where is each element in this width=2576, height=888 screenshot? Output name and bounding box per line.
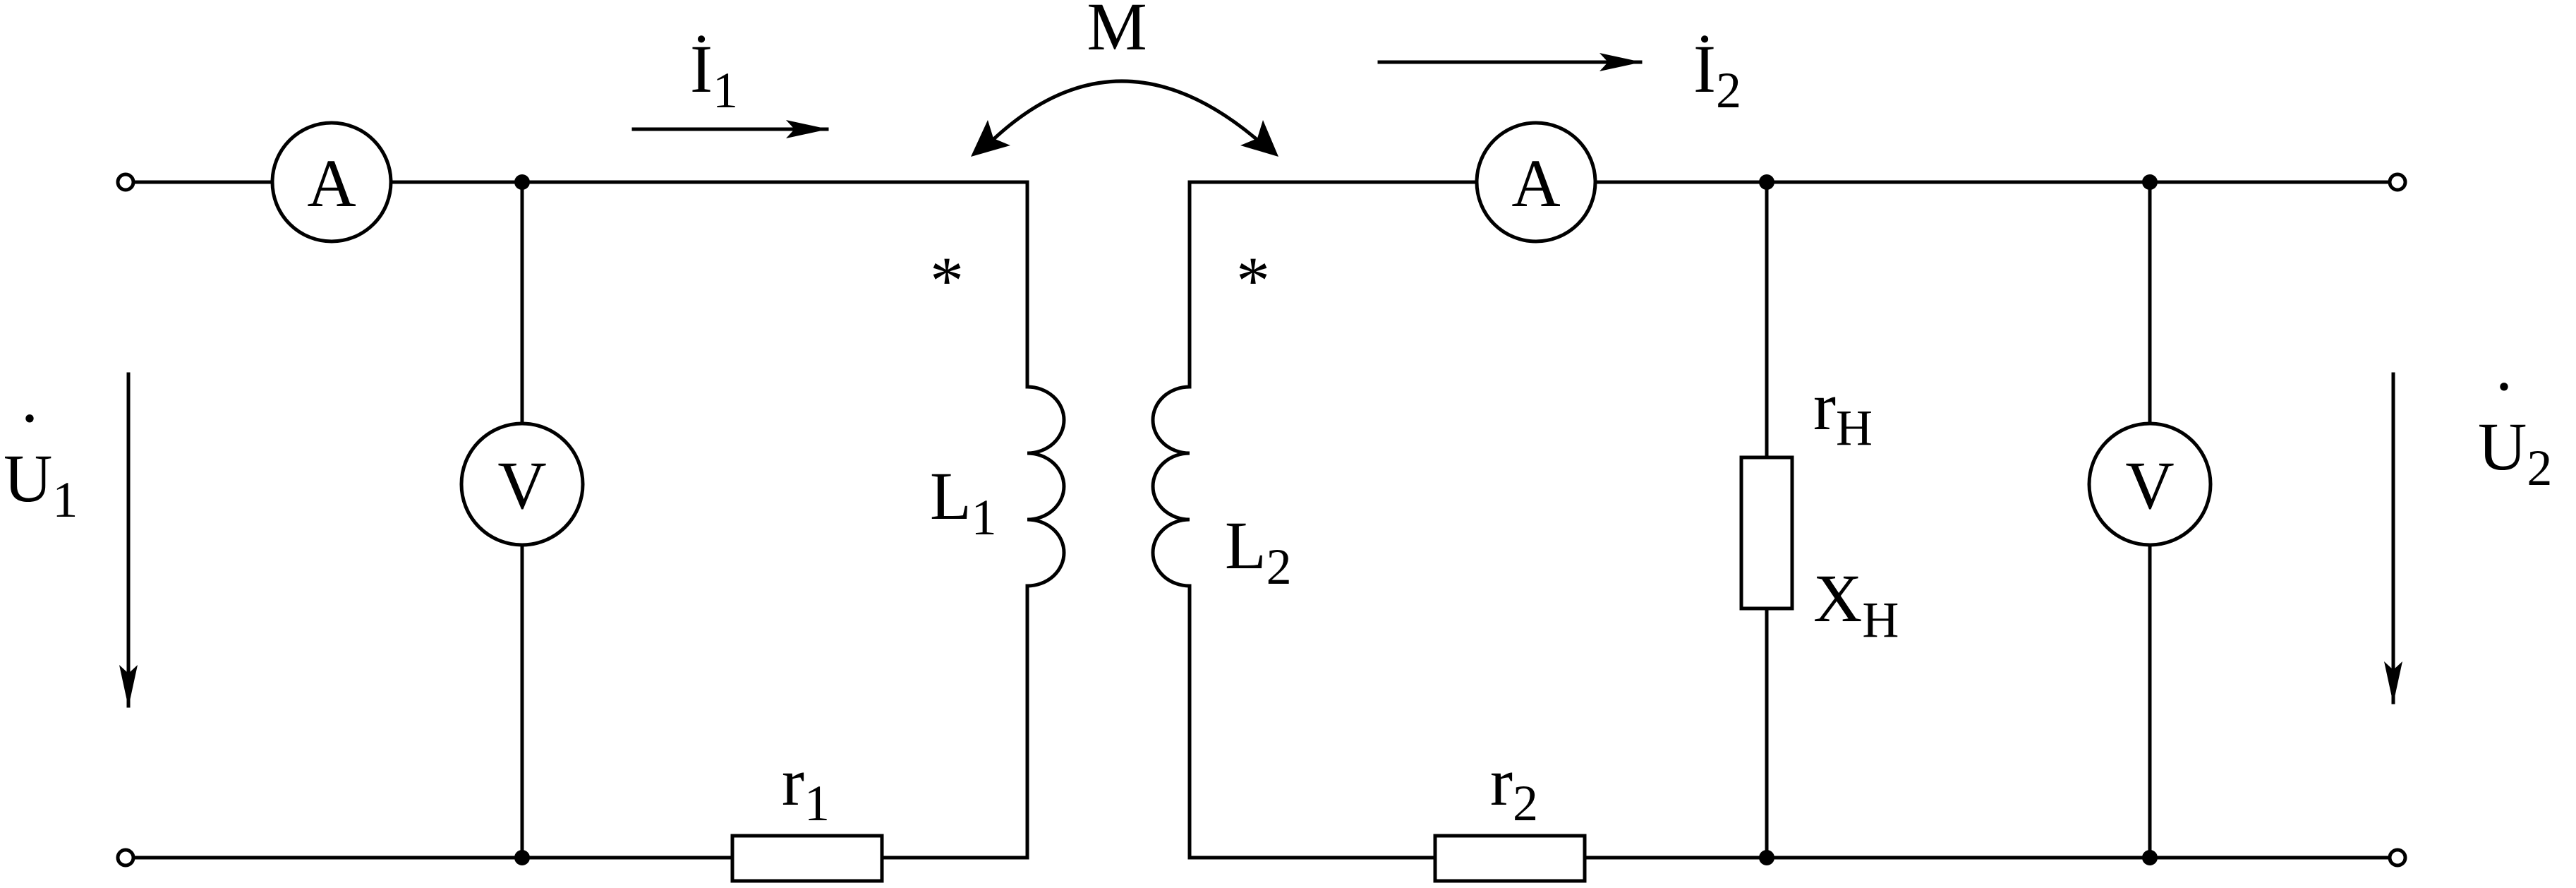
node-voltmeter2-top xyxy=(2142,174,2158,190)
load-r-label: rH xyxy=(1813,368,1873,456)
ammeter-primary-label: A xyxy=(307,145,356,221)
ammeter-secondary: A xyxy=(1475,121,1597,244)
mutual-arrow-right xyxy=(1240,120,1278,157)
mutual-inductance-arc xyxy=(985,79,1266,148)
ammeter-secondary-label: A xyxy=(1511,145,1560,221)
voltmeter-primary: V xyxy=(459,421,585,547)
voltage-secondary-label: U2 xyxy=(2478,409,2552,496)
mutual-arrow-left xyxy=(971,120,1010,157)
mutual-inductance-label: M xyxy=(1087,0,1147,64)
secondary-circuit: A V rH XH r2 L2 * İ2 U2 · xyxy=(1151,31,2552,883)
current-primary-label: İ1 xyxy=(690,31,738,119)
node-load-bottom xyxy=(1759,850,1774,865)
node-voltmeter2-bottom xyxy=(2142,850,2158,865)
voltmeter-secondary: V xyxy=(2087,421,2213,547)
mutual-inductance: M xyxy=(971,0,1278,157)
load-impedance xyxy=(1739,455,1794,611)
polarity-mark-primary: * xyxy=(930,243,964,318)
load-x-label: XH xyxy=(1813,560,1899,648)
voltage-primary-label: U1 xyxy=(4,440,78,528)
node-primary-top xyxy=(514,174,530,190)
resistor-r2-label: r2 xyxy=(1490,744,1538,832)
resistor-r2 xyxy=(1433,834,1587,883)
current-secondary-label: İ2 xyxy=(1693,31,1741,119)
voltage-primary-dot: · xyxy=(18,380,41,456)
terminal-secondary-bottom xyxy=(2388,848,2407,868)
terminal-primary-bottom xyxy=(116,848,135,868)
ammeter-primary: A xyxy=(270,121,393,244)
inductor-L2 xyxy=(1151,385,1192,588)
inductor-L1-label: L1 xyxy=(930,458,997,546)
voltage-secondary-dot: · xyxy=(2493,349,2515,424)
voltmeter-primary-label: V xyxy=(497,448,546,523)
resistor-r1-label: r1 xyxy=(782,744,830,832)
inductor-L2-label: L2 xyxy=(1225,508,1292,595)
inductor-L1 xyxy=(1025,385,1066,588)
node-load-top xyxy=(1759,174,1774,190)
node-primary-bottom xyxy=(514,850,530,865)
terminal-secondary-top xyxy=(2388,172,2407,192)
polarity-mark-secondary: * xyxy=(1236,243,1270,318)
resistor-r1 xyxy=(730,834,884,883)
voltmeter-secondary-label: V xyxy=(2125,448,2174,523)
primary-circuit: A V r1 L1 * İ1 U1 · xyxy=(4,31,1066,883)
terminal-primary-top xyxy=(116,172,135,192)
